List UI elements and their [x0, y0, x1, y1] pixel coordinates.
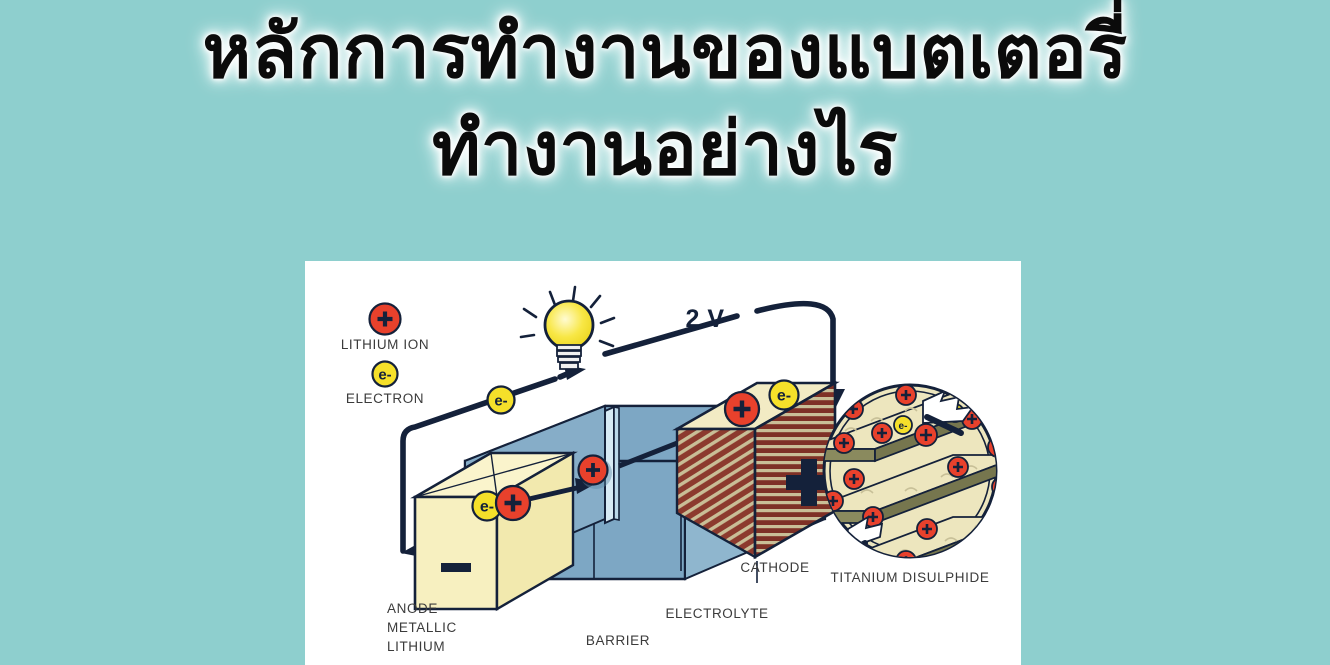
anode-ion-group: e- — [471, 484, 532, 522]
callout-leaders — [593, 515, 758, 583]
label-barrier: BARRIER — [586, 633, 650, 648]
circuit-wire — [400, 300, 836, 554]
legend-label-lithium-ion: LITHIUM ION — [341, 337, 429, 352]
electron-symbol: e- — [378, 367, 391, 384]
legend: LITHIUM ION e- ELECTRON — [341, 302, 429, 406]
cathode-plus-sign — [786, 459, 832, 506]
cathode-block — [672, 380, 840, 560]
title-line-2: ทำงานอย่างไร — [431, 105, 899, 192]
barrier-panel — [604, 405, 620, 525]
page-title: หลักการทำงานของแบตเตอรี่ ทำงานอย่างไร — [0, 0, 1330, 206]
svg-text:e-: e- — [480, 499, 494, 516]
battery-diagram-panel: LITHIUM ION e- ELECTRON — [305, 261, 1021, 665]
light-bulb-icon — [519, 285, 616, 370]
svg-text:e-: e- — [494, 393, 507, 410]
label-anode-line2: METALLIC — [387, 620, 457, 635]
label-titanium-disulphide: TITANIUM DISULPHIDE — [831, 570, 990, 585]
label-cathode: CATHODE — [740, 560, 809, 575]
electron-on-wire-icon: e- — [486, 385, 516, 415]
anode-block — [410, 450, 578, 612]
legend-label-electron: ELECTRON — [346, 391, 424, 406]
electron-icon: e- — [371, 360, 399, 388]
label-anode-line3: LITHIUM — [387, 639, 445, 654]
ion-in-electrolyte — [577, 454, 612, 489]
lithium-ion-icon — [368, 302, 402, 336]
svg-text:e-: e- — [777, 388, 791, 405]
titanium-disulphide-inset: e- e- — [822, 383, 998, 559]
label-electrolyte: ELECTROLYTE — [665, 606, 768, 621]
svg-text:e-: e- — [899, 421, 908, 432]
voltage-label: 2 V — [685, 305, 724, 333]
label-anode-line1: ANODE — [387, 601, 438, 616]
cathode-ion-group: e- — [723, 379, 800, 428]
title-line-1: หลักการทำงานของแบตเตอรี่ — [202, 9, 1128, 95]
